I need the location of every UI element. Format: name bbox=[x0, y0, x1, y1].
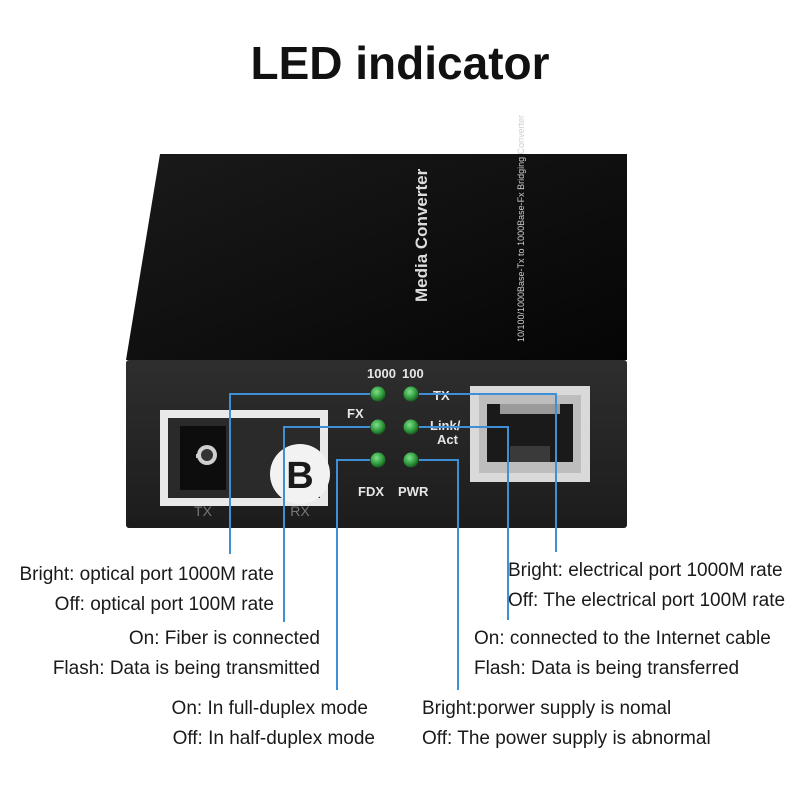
led-fx-link bbox=[370, 419, 386, 435]
rj45-port[interactable] bbox=[470, 386, 590, 482]
port-tx-label: TX bbox=[194, 503, 213, 519]
callout-line-fx-link bbox=[283, 426, 370, 622]
annotation-tx-link-on: On: connected to the Internet cable bbox=[474, 628, 771, 649]
callout-line-fx-rate bbox=[229, 393, 370, 554]
annotation-fdx-off: Off: In half-duplex mode bbox=[172, 728, 375, 749]
led-pwr bbox=[403, 452, 419, 468]
led-label-1000: 1000 bbox=[367, 366, 396, 381]
led-label-pwr: PWR bbox=[398, 484, 429, 499]
callout-line-fdx bbox=[336, 459, 370, 690]
fiber-port[interactable] bbox=[160, 410, 330, 506]
annotation-fx-link-flash: Flash: Data is being transmitted bbox=[52, 658, 320, 679]
led-tx-1000 bbox=[403, 386, 419, 402]
led-label-link: Link/ bbox=[430, 418, 461, 433]
led-fdx bbox=[370, 452, 386, 468]
led-tx-link bbox=[403, 419, 419, 435]
port-rx-label: RX bbox=[290, 503, 310, 519]
annotation-fdx-on: On: In full-duplex mode bbox=[171, 698, 368, 719]
callout-line-pwr bbox=[419, 459, 459, 690]
annotation-tx-link-flash: Flash: Data is being transferred bbox=[474, 658, 740, 679]
annotation-fx-link-on: On: Fiber is connected bbox=[128, 628, 320, 649]
annotation-pwr-off: Off: The power supply is abnormal bbox=[422, 728, 711, 749]
annotation-tx-rate-off: Off: The electrical port 100M rate bbox=[508, 590, 786, 611]
device-subtitle: 10/100/1000Base-Tx to 1000Base-Fx Bridgi… bbox=[516, 115, 526, 342]
callout-line-tx-link bbox=[419, 426, 509, 620]
callout-line-tx-rate bbox=[419, 393, 557, 552]
led-label-fdx: FDX bbox=[358, 484, 384, 499]
annotation-tx-rate-bright: Bright: electrical port 1000M rate bbox=[508, 560, 783, 581]
annotation-fx-rate-off: Off: optical port 100M rate bbox=[54, 594, 274, 615]
annotation-pwr-bright: Bright:porwer supply is nomal bbox=[422, 698, 672, 719]
led-label-act: Act bbox=[437, 432, 459, 447]
led-label-tx: TX bbox=[433, 388, 450, 403]
led-fx-1000 bbox=[370, 386, 386, 402]
page-title: LED indicator bbox=[250, 37, 550, 89]
led-label-fx: FX bbox=[347, 406, 364, 421]
device-top-surface bbox=[126, 154, 627, 360]
device-name: Media Converter bbox=[412, 168, 431, 302]
led-label-100: 100 bbox=[402, 366, 424, 381]
annotation-fx-rate-bright: Bright: optical port 1000M rate bbox=[19, 564, 274, 585]
port-badge: B bbox=[286, 455, 313, 497]
